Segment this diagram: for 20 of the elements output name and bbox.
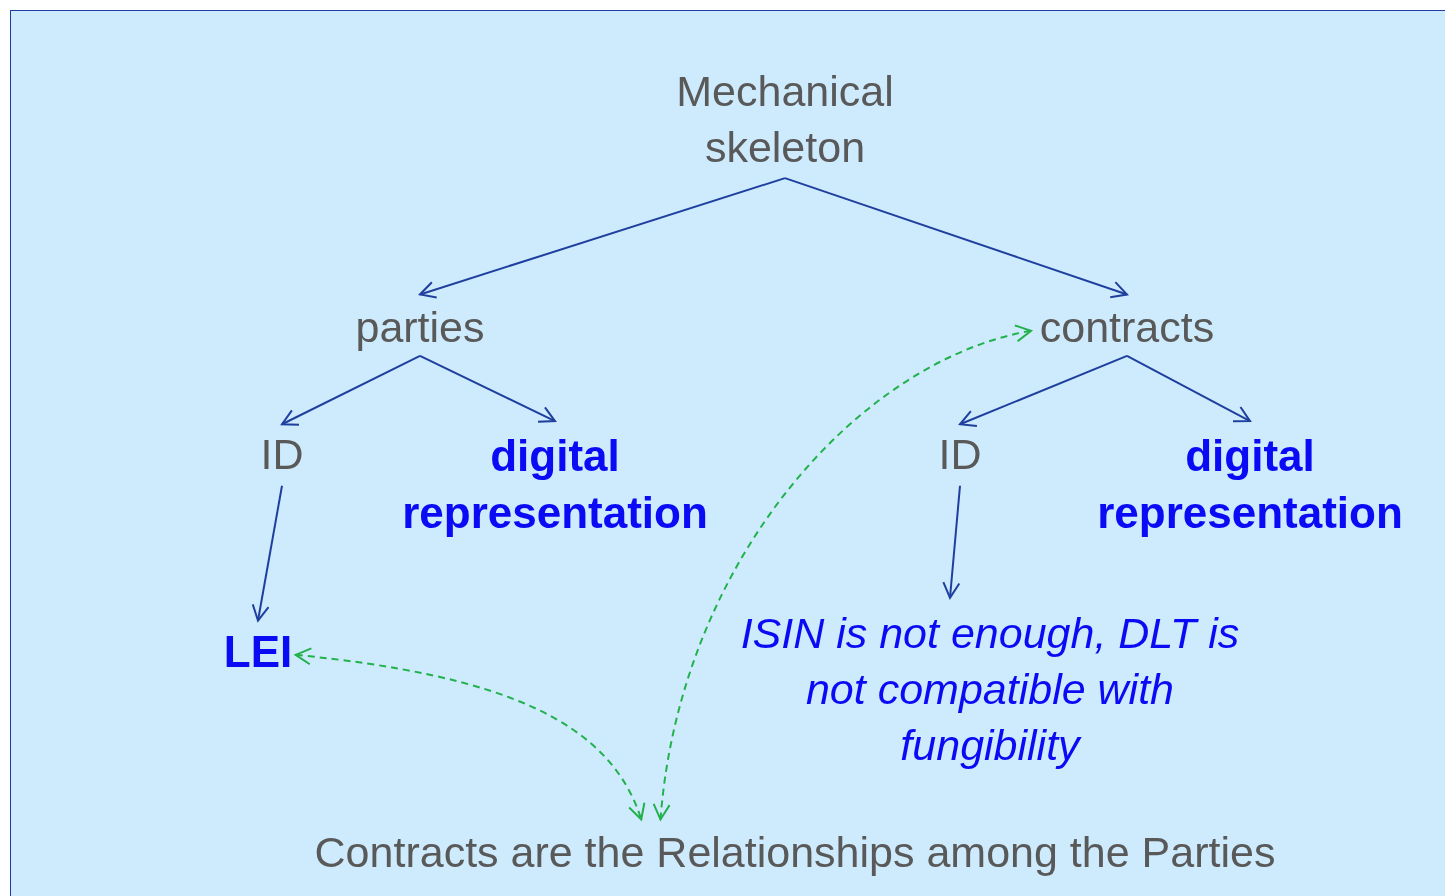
arrow xyxy=(784,177,1128,299)
node-label: parties xyxy=(355,300,485,356)
title-text: Mechanical skeleton xyxy=(635,64,935,176)
caption-text: Contracts are the Relationships among the Parties xyxy=(314,825,1276,881)
node-label: digital representation xyxy=(1070,426,1430,542)
arrow xyxy=(281,354,421,426)
node-label: LEI xyxy=(223,623,293,681)
dashed-arrow xyxy=(294,647,645,821)
node-label: ID xyxy=(260,427,304,483)
node-label: contracts xyxy=(1039,300,1215,356)
arrow xyxy=(959,354,1128,427)
arrow xyxy=(419,354,556,423)
node-label: ID xyxy=(938,427,982,483)
note-text: ISIN is not enough, DLT is not compatible with fungibility xyxy=(740,606,1240,774)
dashed-arrow xyxy=(653,325,1033,821)
arrow xyxy=(942,484,961,599)
arrow xyxy=(1126,354,1251,423)
arrow xyxy=(251,484,283,622)
node-label: digital representation xyxy=(375,426,735,542)
arrow xyxy=(419,177,786,299)
